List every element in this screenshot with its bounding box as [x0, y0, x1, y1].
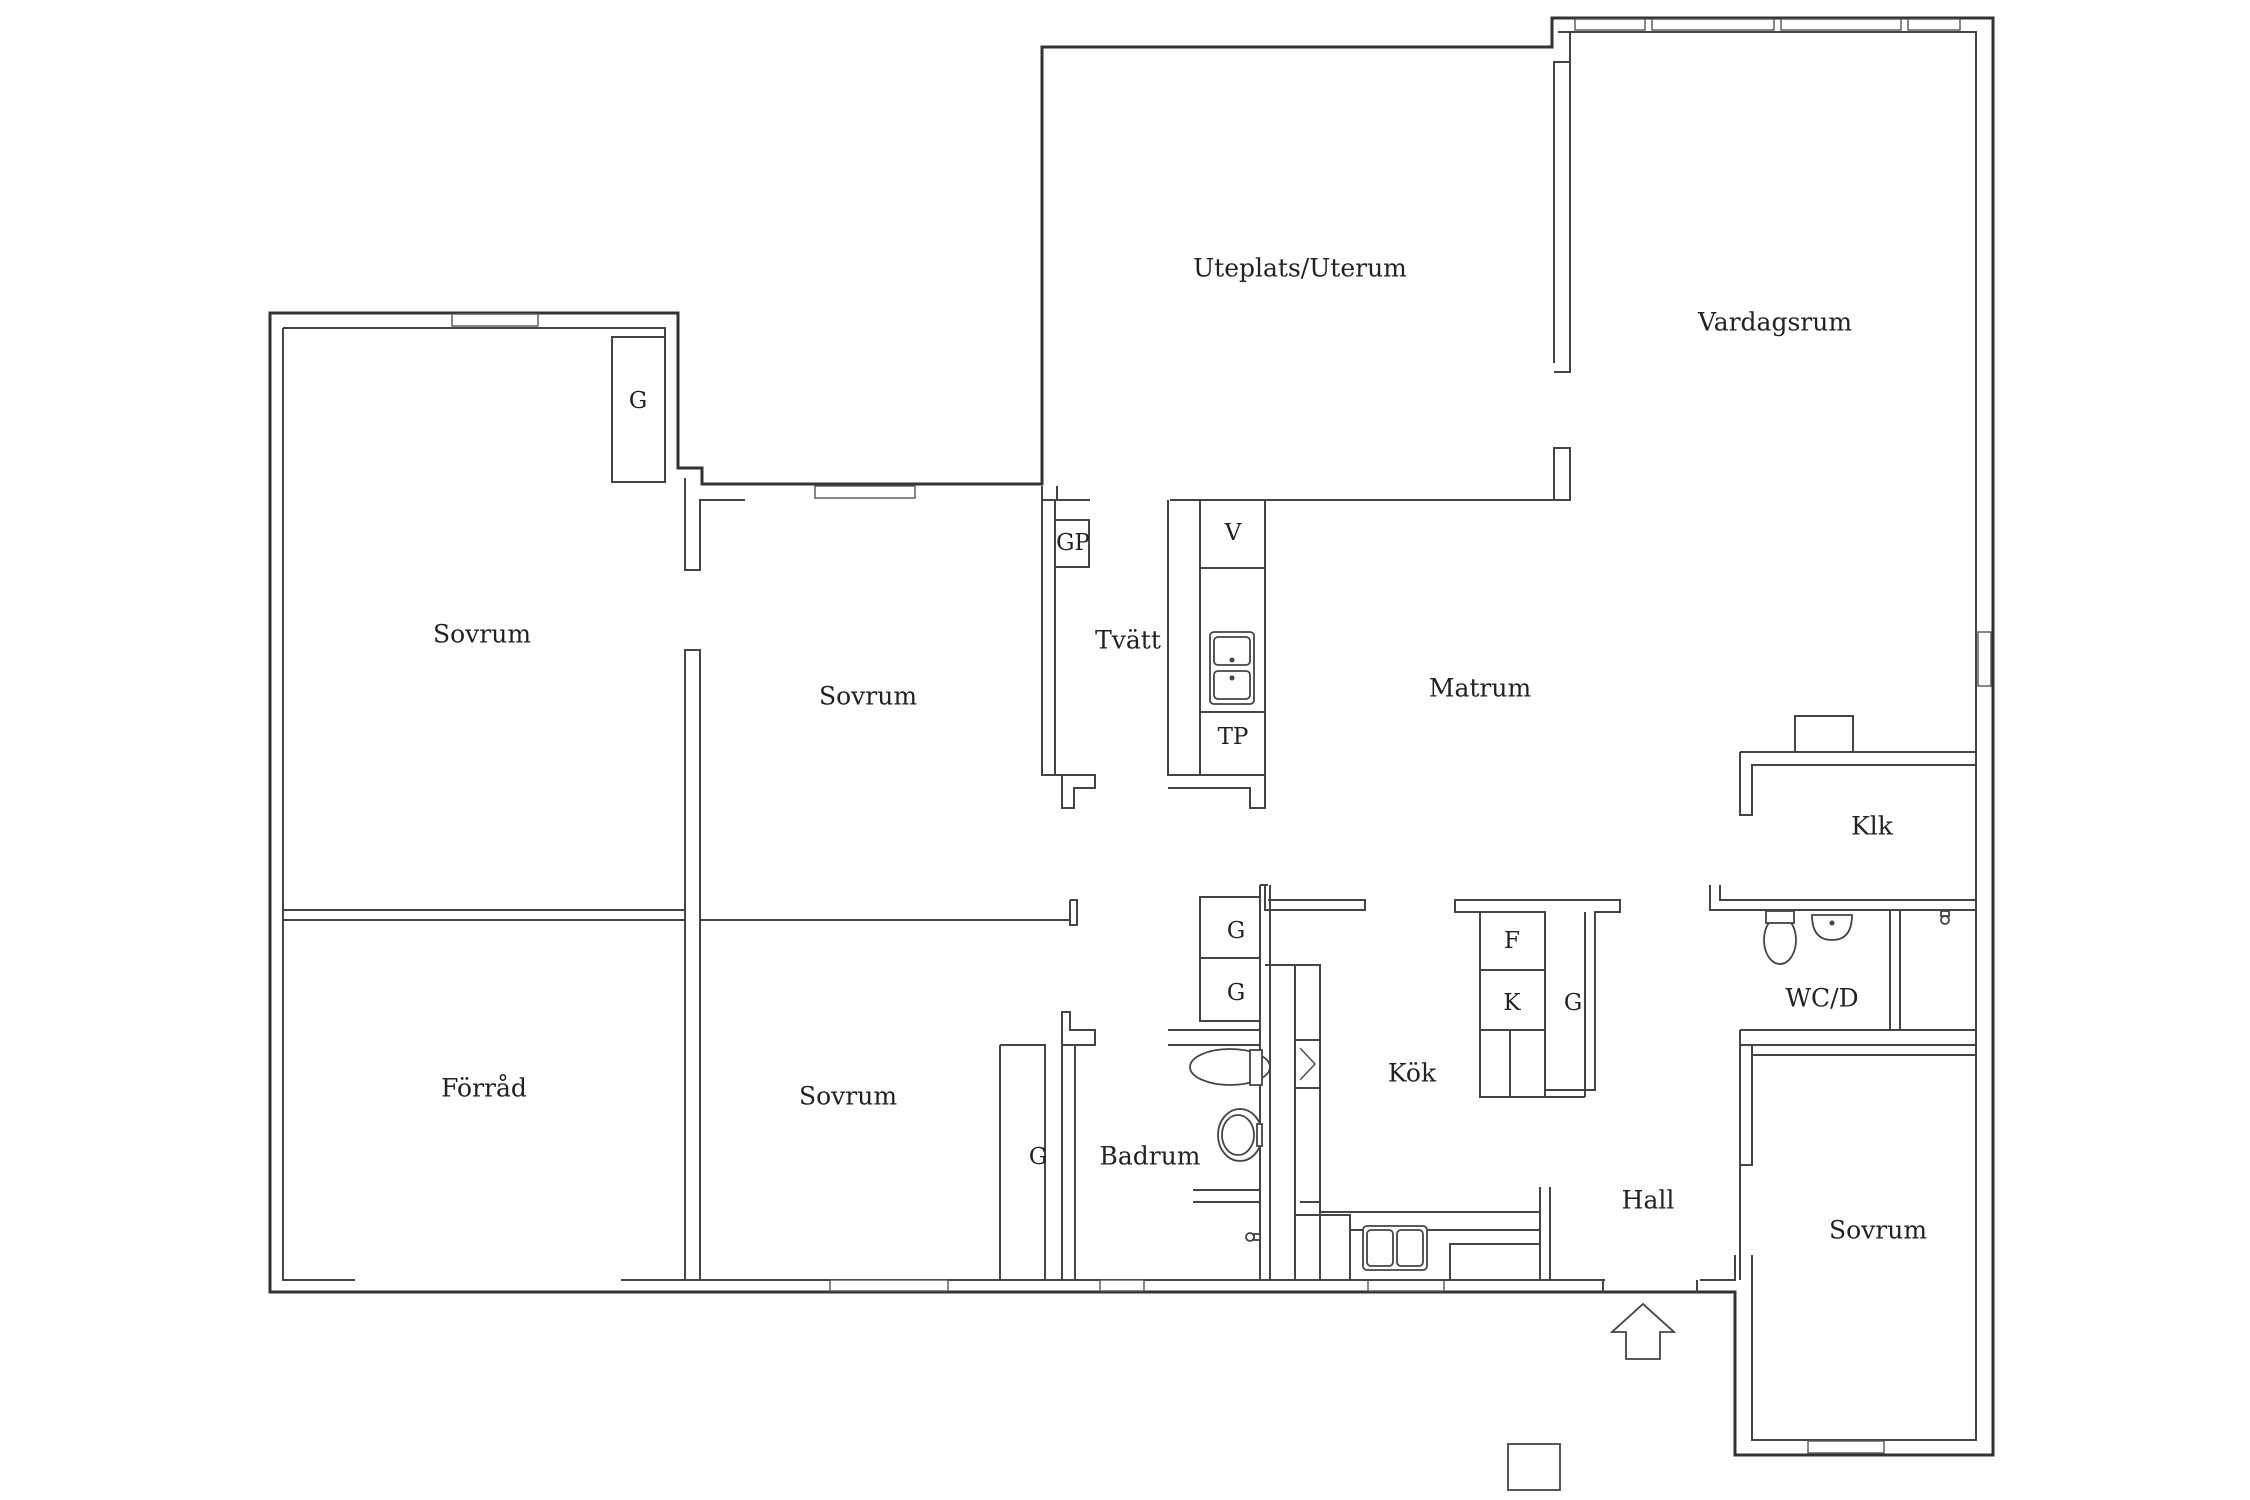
laundry-counter: [1199, 499, 1266, 776]
shower-tap-icon: [1940, 910, 1950, 925]
toilet-icon: [1189, 1048, 1271, 1086]
closet: [611, 336, 666, 483]
fixture-label-g-kitchen: G: [1564, 990, 1582, 1016]
window: [1907, 18, 1961, 31]
fixture-label-k: K: [1503, 990, 1521, 1016]
window: [451, 313, 539, 327]
klk-wall: [1739, 751, 1976, 816]
gp-box: [1054, 519, 1090, 568]
wc-basin-icon: [1811, 914, 1853, 941]
chimney: [1794, 715, 1854, 753]
wcd-wall: [1709, 885, 1976, 1166]
entrance-arrow-icon: [1609, 1302, 1677, 1360]
floor-drain-icon: [1245, 1232, 1261, 1242]
range-hood: [1294, 1039, 1321, 1089]
room-label-sovrum-se: Sovrum: [1829, 1216, 1927, 1245]
room-label-hall: Hall: [1622, 1186, 1675, 1215]
doorstep-icon: [1507, 1443, 1561, 1491]
room-label-uteplats: Uteplats/Uterum: [1193, 254, 1407, 283]
room-label-kok: Kök: [1388, 1059, 1437, 1088]
room-label-sovrum-nw: Sovrum: [433, 620, 531, 649]
washbasin-icon: [1217, 1108, 1263, 1162]
room-label-sovrum-mid: Sovrum: [819, 682, 917, 711]
room-label-vardagsrum: Vardagsrum: [1697, 308, 1852, 337]
hall-wall: [1549, 1165, 1741, 1281]
room-label-wcd: WC/D: [1785, 984, 1858, 1013]
room-label-matrum: Matrum: [1429, 674, 1532, 703]
fixture-label-g-bath-2: G: [1227, 980, 1245, 1006]
wc-toilet-icon: [1763, 910, 1797, 965]
sovrum-nw-wall: [283, 478, 1071, 921]
fixture-label-g-bath-1: G: [1227, 918, 1245, 944]
kitchen-sink-icon: [1362, 1225, 1428, 1271]
room-label-klk: Klk: [1851, 812, 1894, 841]
window: [814, 485, 916, 499]
hall-wall-2: [1602, 1280, 1698, 1292]
exterior-wall: [268, 16, 1995, 1457]
room-label-forrad: Förråd: [441, 1074, 527, 1103]
kitchen-counter-end: [1449, 1243, 1541, 1281]
kok-wall: [1264, 885, 1366, 1281]
window: [829, 1279, 949, 1292]
uteplats-inner: [1056, 62, 1571, 500]
forrad-wall: [283, 919, 1096, 1280]
room-label-tvatt: Tvätt: [1095, 626, 1161, 655]
fixture-label-tp: TP: [1218, 724, 1249, 750]
sovrum-mid-wall: [684, 899, 1078, 926]
badrum-wall: [1074, 884, 1268, 1280]
window: [1651, 18, 1775, 31]
oven: [1509, 1029, 1546, 1098]
window: [1099, 1279, 1145, 1292]
kok-hall-wall: [1539, 1187, 1551, 1280]
room-label-badrum: Badrum: [1099, 1142, 1200, 1171]
window: [1977, 631, 1992, 687]
window: [1574, 18, 1646, 31]
fixture-label-g-nw: G: [629, 388, 647, 414]
window: [1367, 1279, 1445, 1292]
fixture-label-f: F: [1504, 928, 1520, 954]
fixture-label-g-sovrum: G: [1029, 1144, 1047, 1170]
fixture-label-gp: GP: [1056, 530, 1090, 556]
laundry-sink-icon: [1209, 631, 1255, 705]
room-label-sovrum-sw: Sovrum: [799, 1082, 897, 1111]
exterior-wall-inner: [282, 31, 1977, 1441]
window: [1780, 18, 1902, 31]
fixture-label-v: V: [1224, 520, 1242, 546]
window: [1807, 1440, 1885, 1454]
